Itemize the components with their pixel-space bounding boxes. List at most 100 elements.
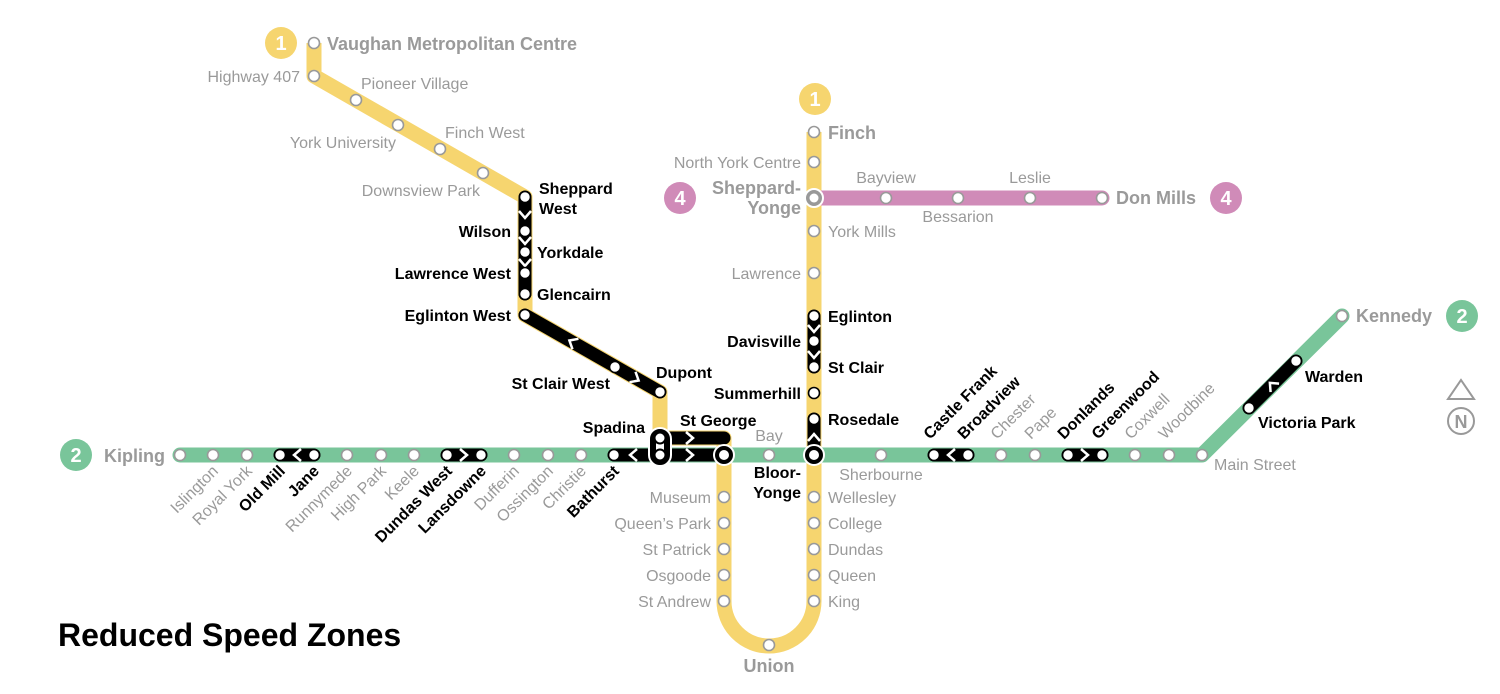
station-coxwell[interactable] (1128, 448, 1142, 462)
station-union[interactable] (762, 638, 776, 652)
station-woodbine[interactable] (1162, 448, 1176, 462)
station-main-street[interactable] (1195, 448, 1209, 462)
direction-chevron-icon (685, 448, 695, 462)
station-dufferin[interactable] (507, 448, 521, 462)
station-queen-s-park[interactable] (717, 516, 731, 530)
station-lansdowne[interactable] (474, 448, 488, 462)
station-downsview-park[interactable] (476, 166, 490, 180)
label-downsview-park: Downsview Park (362, 183, 481, 200)
station-ossington[interactable] (541, 448, 555, 462)
station-bayview[interactable] (879, 191, 893, 205)
station-bay[interactable] (762, 448, 776, 462)
station-victoria-park[interactable] (1242, 401, 1256, 415)
station-old-mill[interactable] (273, 448, 287, 462)
station-college[interactable] (807, 516, 821, 530)
label-college: College (828, 516, 882, 533)
station-lawrence[interactable] (807, 266, 821, 280)
station-kennedy[interactable] (1335, 309, 1349, 323)
station-highway-407[interactable] (307, 69, 321, 83)
station-leslie[interactable] (1023, 191, 1037, 205)
label-pioneer-village: Pioneer Village (361, 76, 468, 93)
station-finch-west[interactable] (433, 142, 447, 156)
badge-circle (664, 182, 696, 214)
station-pape[interactable] (1028, 448, 1042, 462)
station-islington[interactable] (206, 448, 220, 462)
station-york-mills[interactable] (807, 224, 821, 238)
station-north-york-centre[interactable] (807, 155, 821, 169)
label-line: Yonge (753, 485, 801, 502)
station-dundas-west[interactable] (440, 448, 454, 462)
stations (173, 36, 1349, 652)
badge-circle (1210, 182, 1242, 214)
station-dundas[interactable] (807, 542, 821, 556)
label-osgoode: Osgoode (646, 568, 711, 585)
direction-chevron-icon (459, 448, 469, 462)
station-eglinton-west[interactable] (518, 308, 532, 322)
station-dot (809, 193, 819, 203)
station-finch[interactable] (807, 125, 821, 139)
station-spadina[interactable] (653, 431, 667, 445)
station-keele[interactable] (407, 448, 421, 462)
station-glencairn[interactable] (518, 287, 532, 301)
station-warden[interactable] (1289, 354, 1303, 368)
station-summerhill[interactable] (807, 386, 821, 400)
line2-badge: 2 (1446, 300, 1478, 332)
station-high-park[interactable] (374, 448, 388, 462)
station-bathurst[interactable] (607, 448, 621, 462)
station-st-patrick[interactable] (717, 542, 731, 556)
direction-chevron-icon (807, 432, 821, 442)
label-union: Union (744, 656, 795, 676)
station-queen[interactable] (807, 568, 821, 582)
station-st-andrew[interactable] (717, 594, 731, 608)
station-donlands[interactable] (1061, 448, 1075, 462)
station-eglinton[interactable] (807, 309, 821, 323)
label-leslie: Leslie (1009, 170, 1051, 187)
station-rosedale[interactable] (807, 412, 821, 426)
label-sherbourne: Sherbourne (839, 467, 923, 484)
station-st-clair-west[interactable] (608, 360, 622, 374)
label-queen: Queen (828, 568, 876, 585)
label-kipling: Kipling (104, 446, 165, 466)
station-castle-frank[interactable] (927, 448, 941, 462)
label-don-mills: Don Mills (1116, 188, 1196, 208)
station-kipling[interactable] (173, 448, 187, 462)
badge-circle (265, 27, 297, 59)
station-yorkdale[interactable] (518, 245, 532, 259)
station-osgoode[interactable] (717, 568, 731, 582)
station-sheppard-west[interactable] (518, 190, 532, 204)
station-lawrence-west[interactable] (518, 266, 532, 280)
station-christie[interactable] (574, 448, 588, 462)
label-yorkdale: Yorkdale (537, 245, 604, 262)
station-spadina[interactable] (653, 448, 667, 462)
station-greenwood[interactable] (1095, 448, 1109, 462)
station-york-university[interactable] (391, 118, 405, 132)
station-broadview[interactable] (961, 448, 975, 462)
station-wellesley[interactable] (807, 490, 821, 504)
station-king[interactable] (807, 594, 821, 608)
station-don-mills[interactable] (1095, 191, 1109, 205)
station-davisville[interactable] (807, 334, 821, 348)
line1-badge: 1 (265, 27, 297, 59)
station-chester[interactable] (994, 448, 1008, 462)
station-dot (809, 450, 819, 460)
label-york-university: York University (290, 135, 396, 152)
label-glencairn: Glencairn (537, 287, 611, 304)
station-sherbourne[interactable] (874, 448, 888, 462)
station-runnymede[interactable] (340, 448, 354, 462)
station-museum[interactable] (717, 490, 731, 504)
station-royal-york[interactable] (240, 448, 254, 462)
badge-number: 2 (70, 445, 81, 467)
station-pioneer-village[interactable] (349, 93, 363, 107)
label-queen-s-park: Queen’s Park (614, 516, 712, 533)
direction-chevron-icon (518, 210, 532, 220)
station-vaughan-metropolitan-centre[interactable] (307, 36, 321, 50)
station-st-clair[interactable] (807, 360, 821, 374)
label-line: Bloor- (754, 465, 801, 482)
station-bessarion[interactable] (951, 191, 965, 205)
station-dupont[interactable] (653, 385, 667, 399)
station-wilson[interactable] (518, 224, 532, 238)
station-jane[interactable] (307, 448, 321, 462)
line4-badge: 4 (664, 182, 696, 214)
label-main-street: Main Street (1214, 457, 1296, 474)
